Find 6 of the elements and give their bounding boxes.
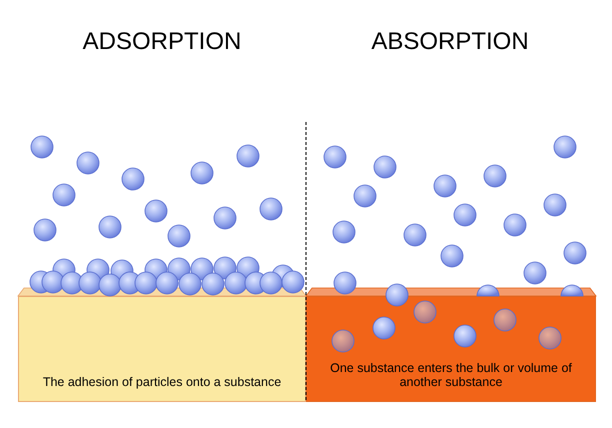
- description-text: One substance enters the bulk or volume of another substance: [329, 361, 573, 389]
- heading: ADSORPTION: [82, 28, 242, 56]
- heading: ABSORPTION: [371, 28, 529, 56]
- substance-block: [306, 296, 596, 402]
- description-text: The adhesion of particles onto a substance: [42, 375, 282, 389]
- substance-block: [18, 296, 306, 402]
